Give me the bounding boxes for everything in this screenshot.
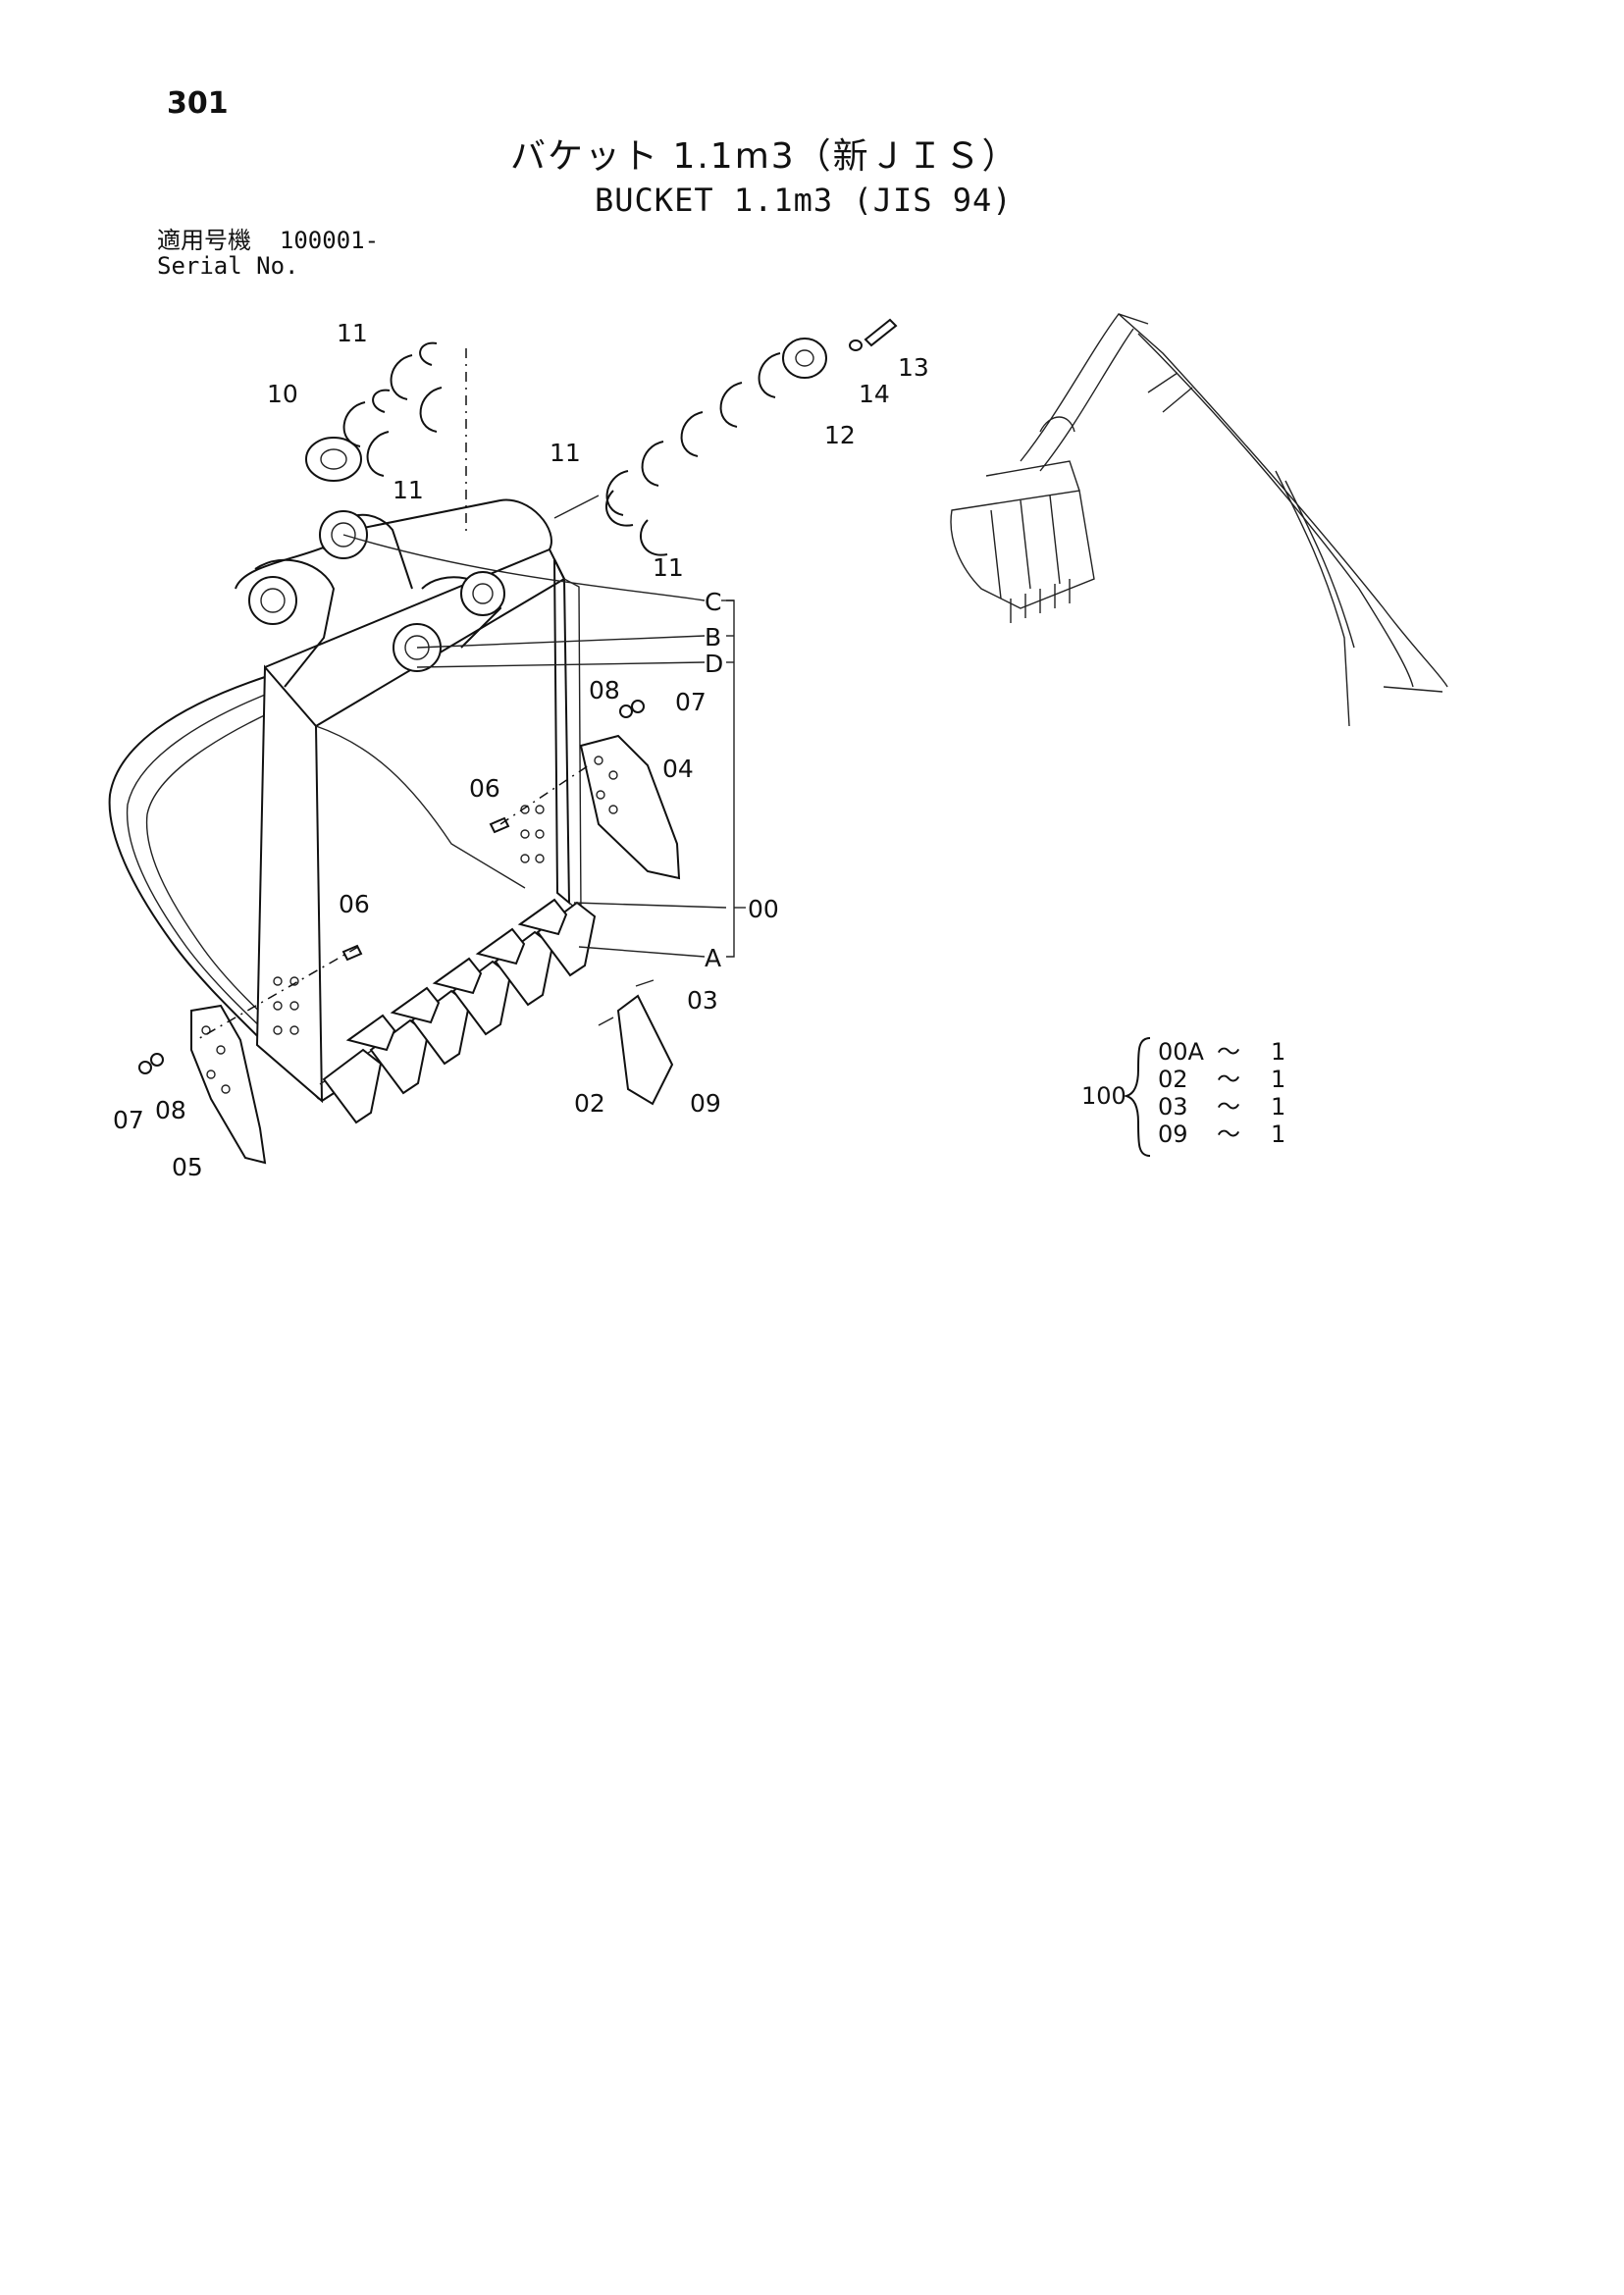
- kit-row-part: 09: [1158, 1121, 1188, 1148]
- serial-block: 適用号機 100001- Serial No.: [157, 228, 379, 279]
- kit-row-sep: 〜: [1217, 1093, 1240, 1121]
- kit-list: 100 00A 〜 1 02 〜 1 03 〜 1 09 〜 1: [1081, 1037, 1285, 1157]
- callout-14: 14: [859, 380, 890, 408]
- callout-12: 12: [824, 421, 856, 449]
- callout-08a: 08: [589, 676, 620, 704]
- kit-row-qty: 1: [1271, 1066, 1285, 1093]
- callout-02: 02: [574, 1089, 605, 1118]
- kit-row-sep: 〜: [1217, 1121, 1240, 1148]
- bucket-teeth: [322, 898, 597, 1124]
- callout-11d: 11: [653, 553, 684, 582]
- kit-row-qty: 1: [1271, 1093, 1285, 1121]
- callout-08b: 08: [155, 1096, 186, 1124]
- callout-13: 13: [898, 353, 929, 382]
- callout-D: D: [705, 650, 723, 678]
- callout-07b: 07: [113, 1106, 144, 1134]
- kit-row-part: 03: [1158, 1093, 1188, 1121]
- page-number: 301: [167, 86, 229, 121]
- callout-06a: 06: [469, 774, 500, 803]
- kit-row-qty: 1: [1271, 1038, 1285, 1066]
- serial-label-jp: 適用号機: [157, 227, 251, 254]
- callout-B: B: [705, 623, 721, 652]
- excavator-icon: [950, 313, 1448, 727]
- callout-05: 05: [172, 1153, 203, 1181]
- callout-09: 09: [690, 1089, 721, 1118]
- callout-04: 04: [662, 755, 694, 783]
- kit-row-part: 02: [1158, 1066, 1188, 1093]
- callout-11b: 11: [393, 476, 424, 504]
- callout-11a: 11: [337, 319, 368, 347]
- page-title-jp: バケット 1.1m3（新ＪＩＳ）: [510, 136, 1020, 177]
- callout-C: C: [705, 588, 721, 616]
- kit-row-qty: 1: [1271, 1121, 1285, 1148]
- callout-A: A: [705, 944, 721, 972]
- callout-11c: 11: [550, 439, 581, 467]
- callout-07a: 07: [675, 688, 707, 716]
- kit-row-part: 00A: [1158, 1038, 1205, 1066]
- kit-row-sep: 〜: [1217, 1038, 1240, 1066]
- shim-ring-icon: [305, 318, 898, 556]
- callout-06b: 06: [339, 890, 370, 918]
- serial-value: 100001-: [279, 227, 380, 254]
- tooth-icon: [616, 994, 674, 1106]
- bucket-drawing: [108, 348, 746, 1165]
- page-title-en: BUCKET 1.1m3 (JIS 94): [595, 182, 1013, 219]
- kit-row-sep: 〜: [1217, 1066, 1240, 1093]
- callout-10: 10: [267, 380, 298, 408]
- callout-03: 03: [687, 986, 718, 1015]
- side-cutter-icon: [579, 734, 681, 880]
- callout-00: 00: [748, 895, 779, 923]
- kit-label: 100: [1081, 1082, 1126, 1110]
- serial-label-en: Serial No.: [157, 252, 299, 280]
